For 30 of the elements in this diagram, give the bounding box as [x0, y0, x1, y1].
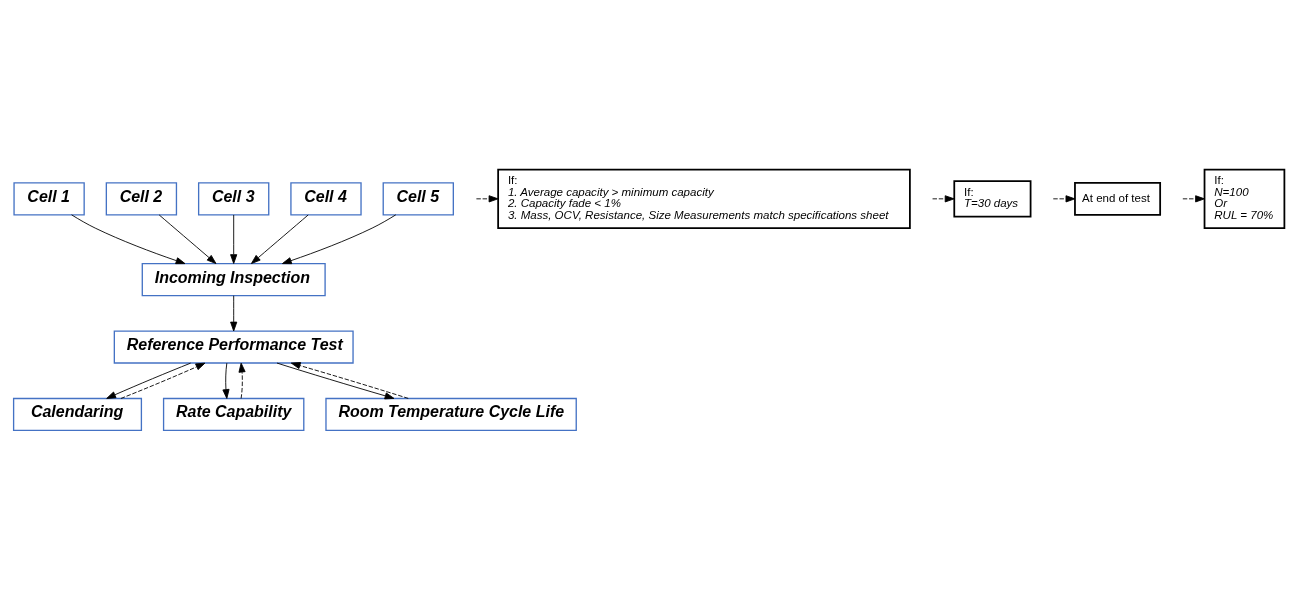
- node-box: Cell 5: [382, 181, 454, 215]
- arrow: [238, 362, 246, 399]
- node-box: If: T=30 days: [953, 179, 1032, 217]
- arrow: [1182, 194, 1205, 202]
- arrow: [475, 194, 499, 202]
- node-box: Room Temperature Cycle Life: [325, 397, 577, 431]
- arrow: [276, 362, 395, 399]
- node-box: At end of test: [1074, 181, 1162, 216]
- node-box: Cell 2: [105, 181, 178, 215]
- node-box: Incoming Inspection: [141, 262, 326, 296]
- arrow: [251, 214, 309, 264]
- node-box: Reference Performance Test: [113, 329, 354, 364]
- arrow: [158, 214, 217, 264]
- arrow: [230, 214, 238, 264]
- node-box: Cell 1: [13, 181, 85, 215]
- arrow: [281, 213, 397, 264]
- arrow: [230, 294, 238, 331]
- node-box: Calendaring: [12, 397, 143, 431]
- node-box: If: N=100 Or RUL = 70%: [1203, 168, 1286, 229]
- node-box: If: 1. Average capacity > minimum capacity 2. Capacity fade < 1% 3. Mass, OCV, Resistance, Size Measurements match specifications sheet: [497, 168, 911, 229]
- arrow: [932, 194, 955, 202]
- arrow: [222, 362, 230, 399]
- node-box: Rate Capability: [162, 397, 305, 431]
- arrow: [120, 362, 206, 399]
- node-box: Cell 4: [290, 181, 362, 215]
- arrow: [71, 213, 186, 264]
- node-box: Cell 3: [197, 181, 270, 215]
- arrow: [290, 361, 409, 399]
- arrow: [1052, 194, 1076, 202]
- arrow: [106, 362, 192, 399]
